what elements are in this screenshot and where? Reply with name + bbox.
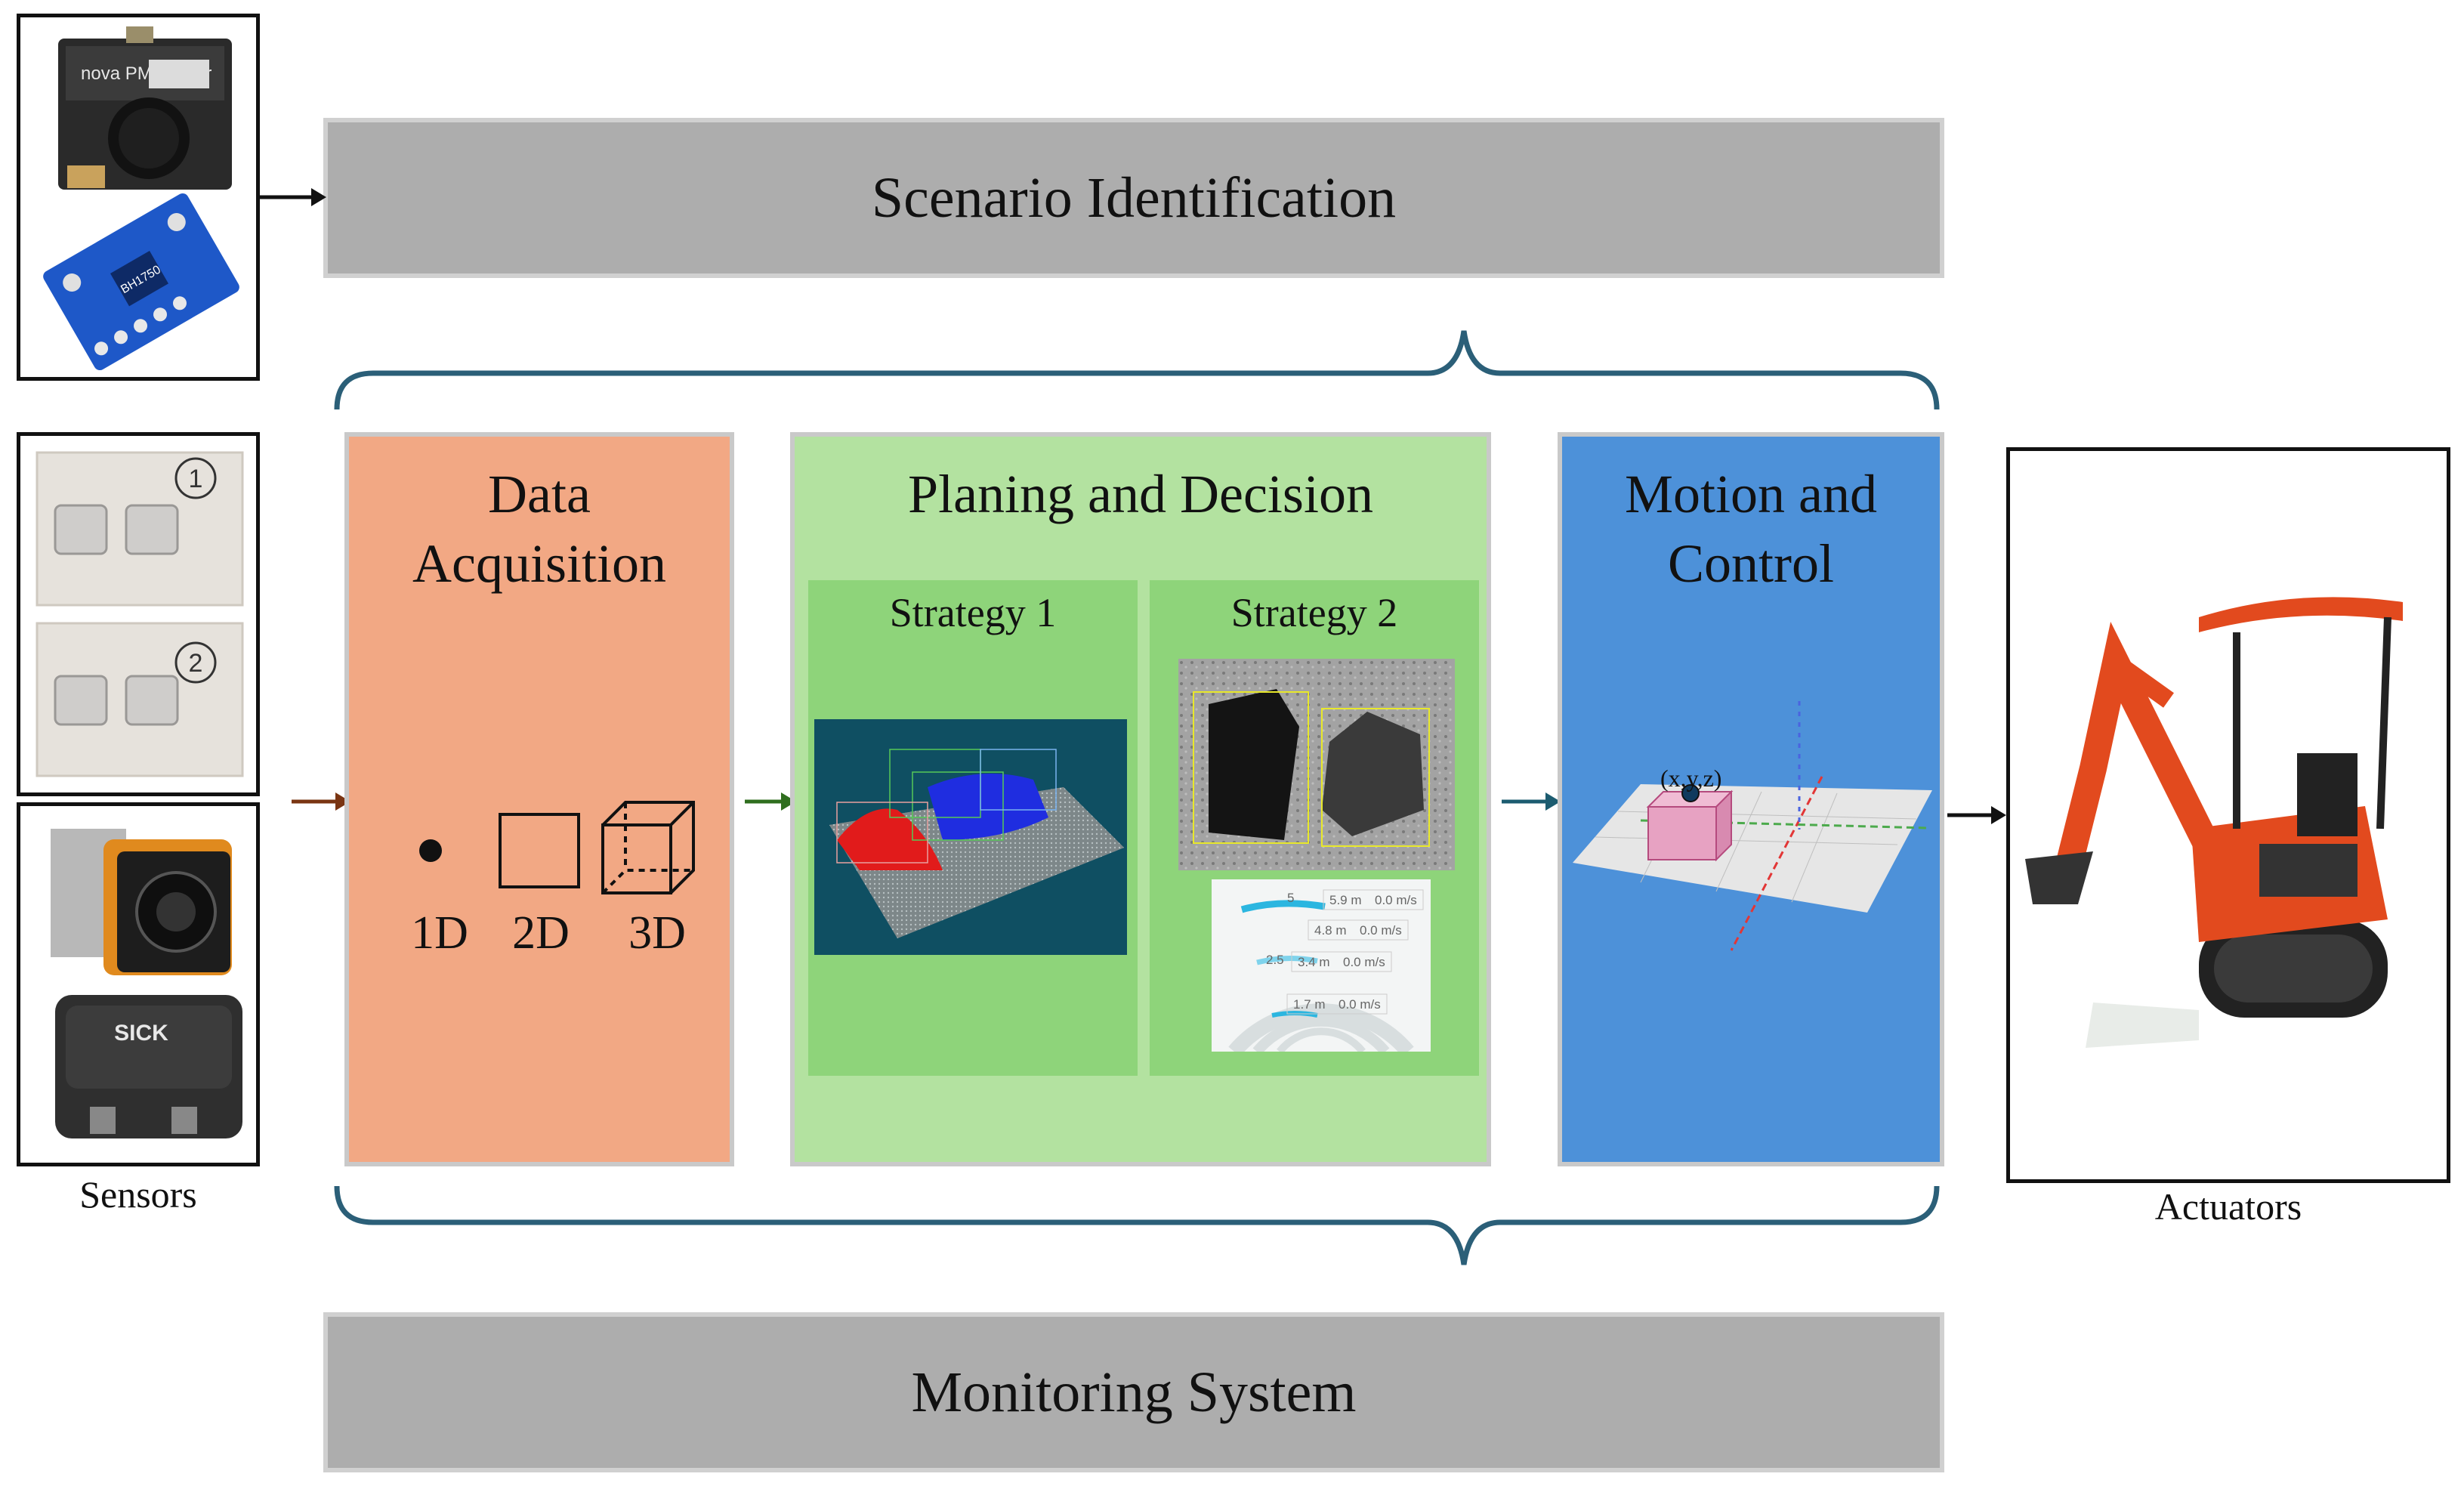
monitoring-system-bar: Monitoring System bbox=[323, 1312, 1944, 1472]
strategy-2-panel: Strategy 2 5 bbox=[1150, 580, 1479, 1076]
strategy-1-panel: Strategy 1 bbox=[808, 580, 1138, 1076]
data-acquisition-title: Data Acquisition bbox=[349, 459, 730, 598]
arrow-planning-to-motion bbox=[1502, 792, 1561, 811]
scenario-identification-bar: Scenario Identification bbox=[323, 118, 1944, 278]
arrow-sensors-to-acquisition bbox=[292, 792, 350, 811]
camera-number-2: 2 bbox=[189, 649, 203, 678]
point-cloud-image bbox=[814, 719, 1127, 955]
bottom-brace bbox=[334, 1185, 1940, 1265]
radar-speed-4: 0.0 m/s bbox=[1339, 997, 1381, 1012]
motion-control-title-line1: Motion and bbox=[1625, 464, 1877, 524]
camera-number-1: 1 bbox=[189, 465, 203, 493]
data-acquisition-title-line1: Data bbox=[488, 464, 591, 524]
scenario-identification-label: Scenario Identification bbox=[871, 165, 1397, 230]
dimension-icons bbox=[419, 801, 695, 894]
rock-detection-image bbox=[1178, 659, 1455, 870]
radar-speed-1: 0.0 m/s bbox=[1375, 893, 1417, 907]
radar-distance-1: 5.9 m bbox=[1329, 893, 1362, 907]
radar-speed-3: 0.0 m/s bbox=[1343, 955, 1385, 969]
sick-label: SICK bbox=[114, 1021, 168, 1046]
square-2d-icon bbox=[499, 813, 580, 888]
point-coordinate-label: (x,y,z) bbox=[1660, 765, 1722, 792]
environment-sensors-box: nova PM sensor BH1750 bbox=[17, 14, 260, 381]
actuators-caption: Actuators bbox=[2154, 1185, 2302, 1228]
data-acquisition-panel: Data Acquisition 1D 2D 3D bbox=[344, 432, 734, 1166]
radar-speed-2: 0.0 m/s bbox=[1360, 923, 1402, 938]
monitoring-system-label: Monitoring System bbox=[911, 1360, 1357, 1424]
top-brace bbox=[334, 330, 1940, 410]
industrial-sensor-images: SICK bbox=[51, 829, 242, 1138]
radar-zone-5: 5 bbox=[1287, 891, 1294, 905]
planning-decision-panel: Planing and Decision Strategy 1 bbox=[790, 432, 1491, 1166]
arrow-motion-to-actuators bbox=[1947, 806, 2006, 824]
dim-label-3d: 3D bbox=[628, 907, 686, 959]
industrial-sensors-box: SICK bbox=[17, 802, 260, 1166]
strategy-2-title: Strategy 2 bbox=[1230, 590, 1398, 635]
sensors-caption: Sensors bbox=[79, 1173, 197, 1216]
motion-control-title: Motion and Control bbox=[1562, 459, 1940, 598]
stereo-cameras-box: 1 2 bbox=[17, 432, 260, 796]
radar-display-image: 5 5.9 m 0.0 m/s 4.8 m 0.0 m/s 2.5 3.4 m … bbox=[1212, 879, 1431, 1052]
excavator-image bbox=[2025, 597, 2403, 1048]
radar-distance-3: 3.4 m bbox=[1298, 955, 1330, 969]
actuators-box bbox=[2006, 447, 2450, 1183]
planning-decision-title: Planing and Decision bbox=[908, 464, 1373, 524]
pm-sensor-image: nova PM sensor BH1750 bbox=[43, 26, 239, 371]
strategy-1-title: Strategy 1 bbox=[889, 590, 1057, 635]
point-1d-icon bbox=[419, 839, 442, 862]
dim-label-1d: 1D bbox=[411, 907, 468, 959]
arrow-acquisition-to-planning bbox=[745, 792, 796, 811]
motion-control-panel: Motion and Control (x,y,z) bbox=[1558, 432, 1944, 1166]
coordinate-plane-image bbox=[1573, 701, 1932, 951]
cube-3d-icon bbox=[601, 801, 695, 894]
motion-control-title-line2: Control bbox=[1667, 533, 1834, 595]
arrow-sensors-to-scenario bbox=[260, 188, 326, 206]
data-acquisition-title-line2: Acquisition bbox=[412, 533, 666, 595]
radar-distance-4: 1.7 m bbox=[1293, 997, 1326, 1012]
radar-distance-2: 4.8 m bbox=[1314, 923, 1347, 938]
radar-zone-2-5: 2.5 bbox=[1266, 953, 1284, 967]
dim-label-2d: 2D bbox=[512, 907, 570, 959]
stereo-camera-images: 1 2 bbox=[36, 451, 244, 777]
